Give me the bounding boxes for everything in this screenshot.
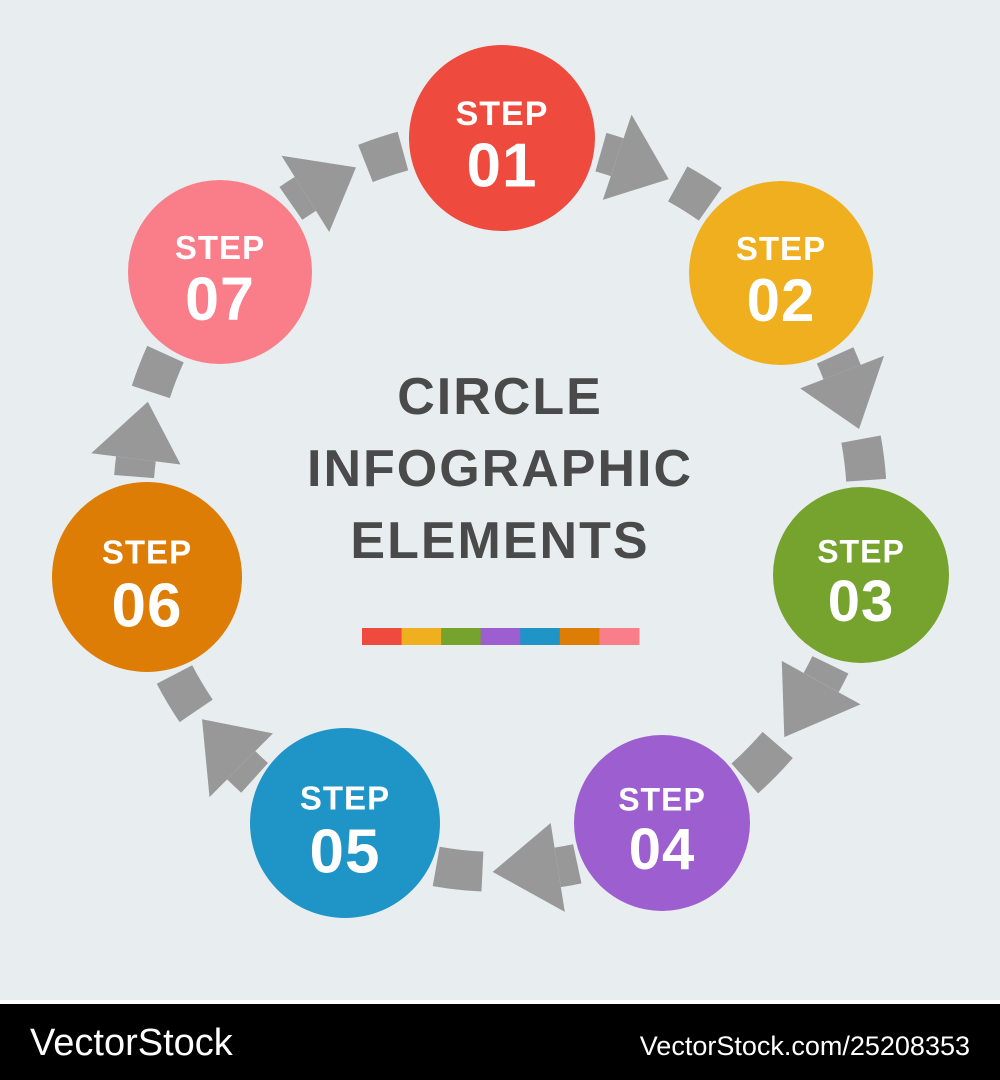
arrow-head xyxy=(800,355,885,430)
step-06-disc[interactable] xyxy=(52,482,242,672)
arrow-stub xyxy=(841,435,887,482)
step-04-label: STEP xyxy=(618,782,706,818)
color-swatch-bar xyxy=(362,628,640,645)
arrow-layer xyxy=(91,114,887,912)
arrow-stub xyxy=(156,665,213,723)
arrow-shaft xyxy=(816,347,861,380)
center-text-layer: CIRCLE INFOGRAPHIC ELEMENTS xyxy=(307,368,693,570)
step-04-number: 04 xyxy=(629,817,696,882)
arrow-shaft xyxy=(554,844,582,888)
arrow-stub xyxy=(668,166,722,221)
arrow-head xyxy=(781,660,861,738)
step-05-number: 05 xyxy=(310,817,381,886)
center-title-line-1: CIRCLE xyxy=(397,368,603,426)
step-02-number: 02 xyxy=(747,267,816,334)
step-04-disc[interactable] xyxy=(574,735,750,911)
step-01-number: 01 xyxy=(467,131,538,200)
swatch-segment-2 xyxy=(401,628,442,645)
arrow-03-to-04 xyxy=(731,656,861,794)
arrow-01-to-02 xyxy=(595,114,722,221)
step-02-label: STEP xyxy=(736,230,826,267)
arrow-shaft xyxy=(227,751,268,793)
swatch-segment-5 xyxy=(520,628,561,645)
step-03-number: 03 xyxy=(828,569,895,634)
step-07-disc[interactable] xyxy=(128,180,312,364)
step-07-number: 07 xyxy=(185,265,255,333)
arrow-07-to-01 xyxy=(279,131,409,233)
arrow-head xyxy=(602,114,669,200)
vectorstock-watermark-bar: VectorStock VectorStock.com/25208353 xyxy=(0,1004,1000,1080)
swatch-segment-4 xyxy=(480,628,521,645)
vectorstock-brand-label: VectorStock xyxy=(30,1022,233,1064)
arrow-02-to-03 xyxy=(800,347,887,482)
arrow-05-to-06 xyxy=(156,665,273,798)
arrow-shaft xyxy=(279,176,316,220)
arrow-06-to-07 xyxy=(91,345,184,479)
arrow-shaft xyxy=(595,132,624,177)
arrow-04-to-05 xyxy=(432,822,582,912)
step-03-label: STEP xyxy=(817,534,905,570)
swatch-segment-3 xyxy=(441,628,482,645)
arrow-stub xyxy=(432,846,484,892)
step-01-label: STEP xyxy=(456,95,549,133)
arrow-head xyxy=(202,719,273,798)
circle-infographic-diagram: STEP01STEP02STEP03STEP04STEP05STEP06STEP… xyxy=(52,45,949,918)
arrow-stub xyxy=(131,345,184,399)
arrow-stub xyxy=(358,131,409,183)
swatch-segment-1 xyxy=(362,628,403,645)
step-01-disc[interactable] xyxy=(409,45,595,231)
arrow-shaft xyxy=(114,456,156,479)
step-05-disc[interactable] xyxy=(250,728,440,918)
step-07-label: STEP xyxy=(175,229,265,266)
center-title-line-2: INFOGRAPHIC xyxy=(307,440,693,498)
step-02-disc[interactable] xyxy=(689,181,873,365)
center-title-line-3: ELEMENTS xyxy=(350,512,649,570)
arrow-stub xyxy=(731,731,793,794)
step-06-number: 06 xyxy=(112,571,183,640)
swatch-segment-6 xyxy=(559,628,600,645)
arrow-head xyxy=(492,822,565,912)
arrow-head xyxy=(91,401,181,465)
step-06-label: STEP xyxy=(102,534,192,571)
step-circle-layer: STEP01STEP02STEP03STEP04STEP05STEP06STEP… xyxy=(52,45,949,918)
step-03-disc[interactable] xyxy=(773,487,949,663)
arrow-head xyxy=(281,155,357,233)
step-05-label: STEP xyxy=(300,780,390,817)
vectorstock-url-label: VectorStock.com/25208353 xyxy=(639,1031,970,1061)
arrow-shaft xyxy=(803,656,849,693)
swatch-segment-7 xyxy=(599,628,640,645)
